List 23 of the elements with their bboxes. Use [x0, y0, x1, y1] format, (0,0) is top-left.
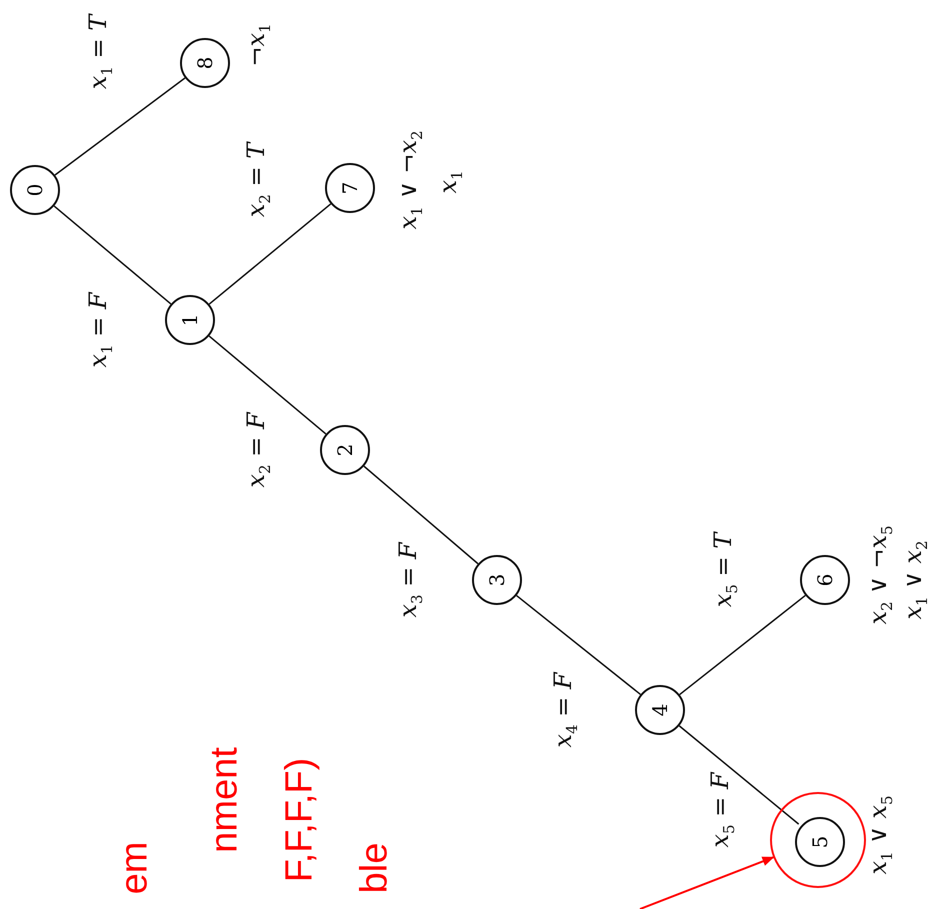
annotation-text: F,F,F,F) — [278, 758, 322, 882]
state-circle: 0 — [10, 165, 60, 215]
tree-edge — [208, 335, 326, 435]
tree-edge — [516, 595, 641, 695]
state-circle: 6 — [800, 555, 850, 605]
state-circle: 8 — [180, 38, 230, 88]
tree-edge — [54, 77, 186, 176]
tree-edge — [679, 594, 806, 696]
tree-edge — [678, 725, 800, 825]
state-circle: 7 — [325, 163, 375, 213]
arrow — [640, 856, 774, 909]
tree-edge — [208, 203, 332, 305]
annotation-text: nment — [204, 747, 246, 853]
state-circle: 2 — [320, 425, 370, 475]
annotation-text: em — [114, 842, 156, 894]
state-circle: 5 — [795, 817, 845, 867]
tree-edge — [54, 205, 172, 305]
annotation-text: ble — [354, 842, 396, 894]
state-circle: 3 — [472, 555, 522, 605]
state-circle: 1 — [165, 295, 215, 345]
tree-edge — [364, 466, 478, 564]
highlight-ring — [770, 792, 866, 888]
state-circle: 4 — [635, 685, 685, 735]
